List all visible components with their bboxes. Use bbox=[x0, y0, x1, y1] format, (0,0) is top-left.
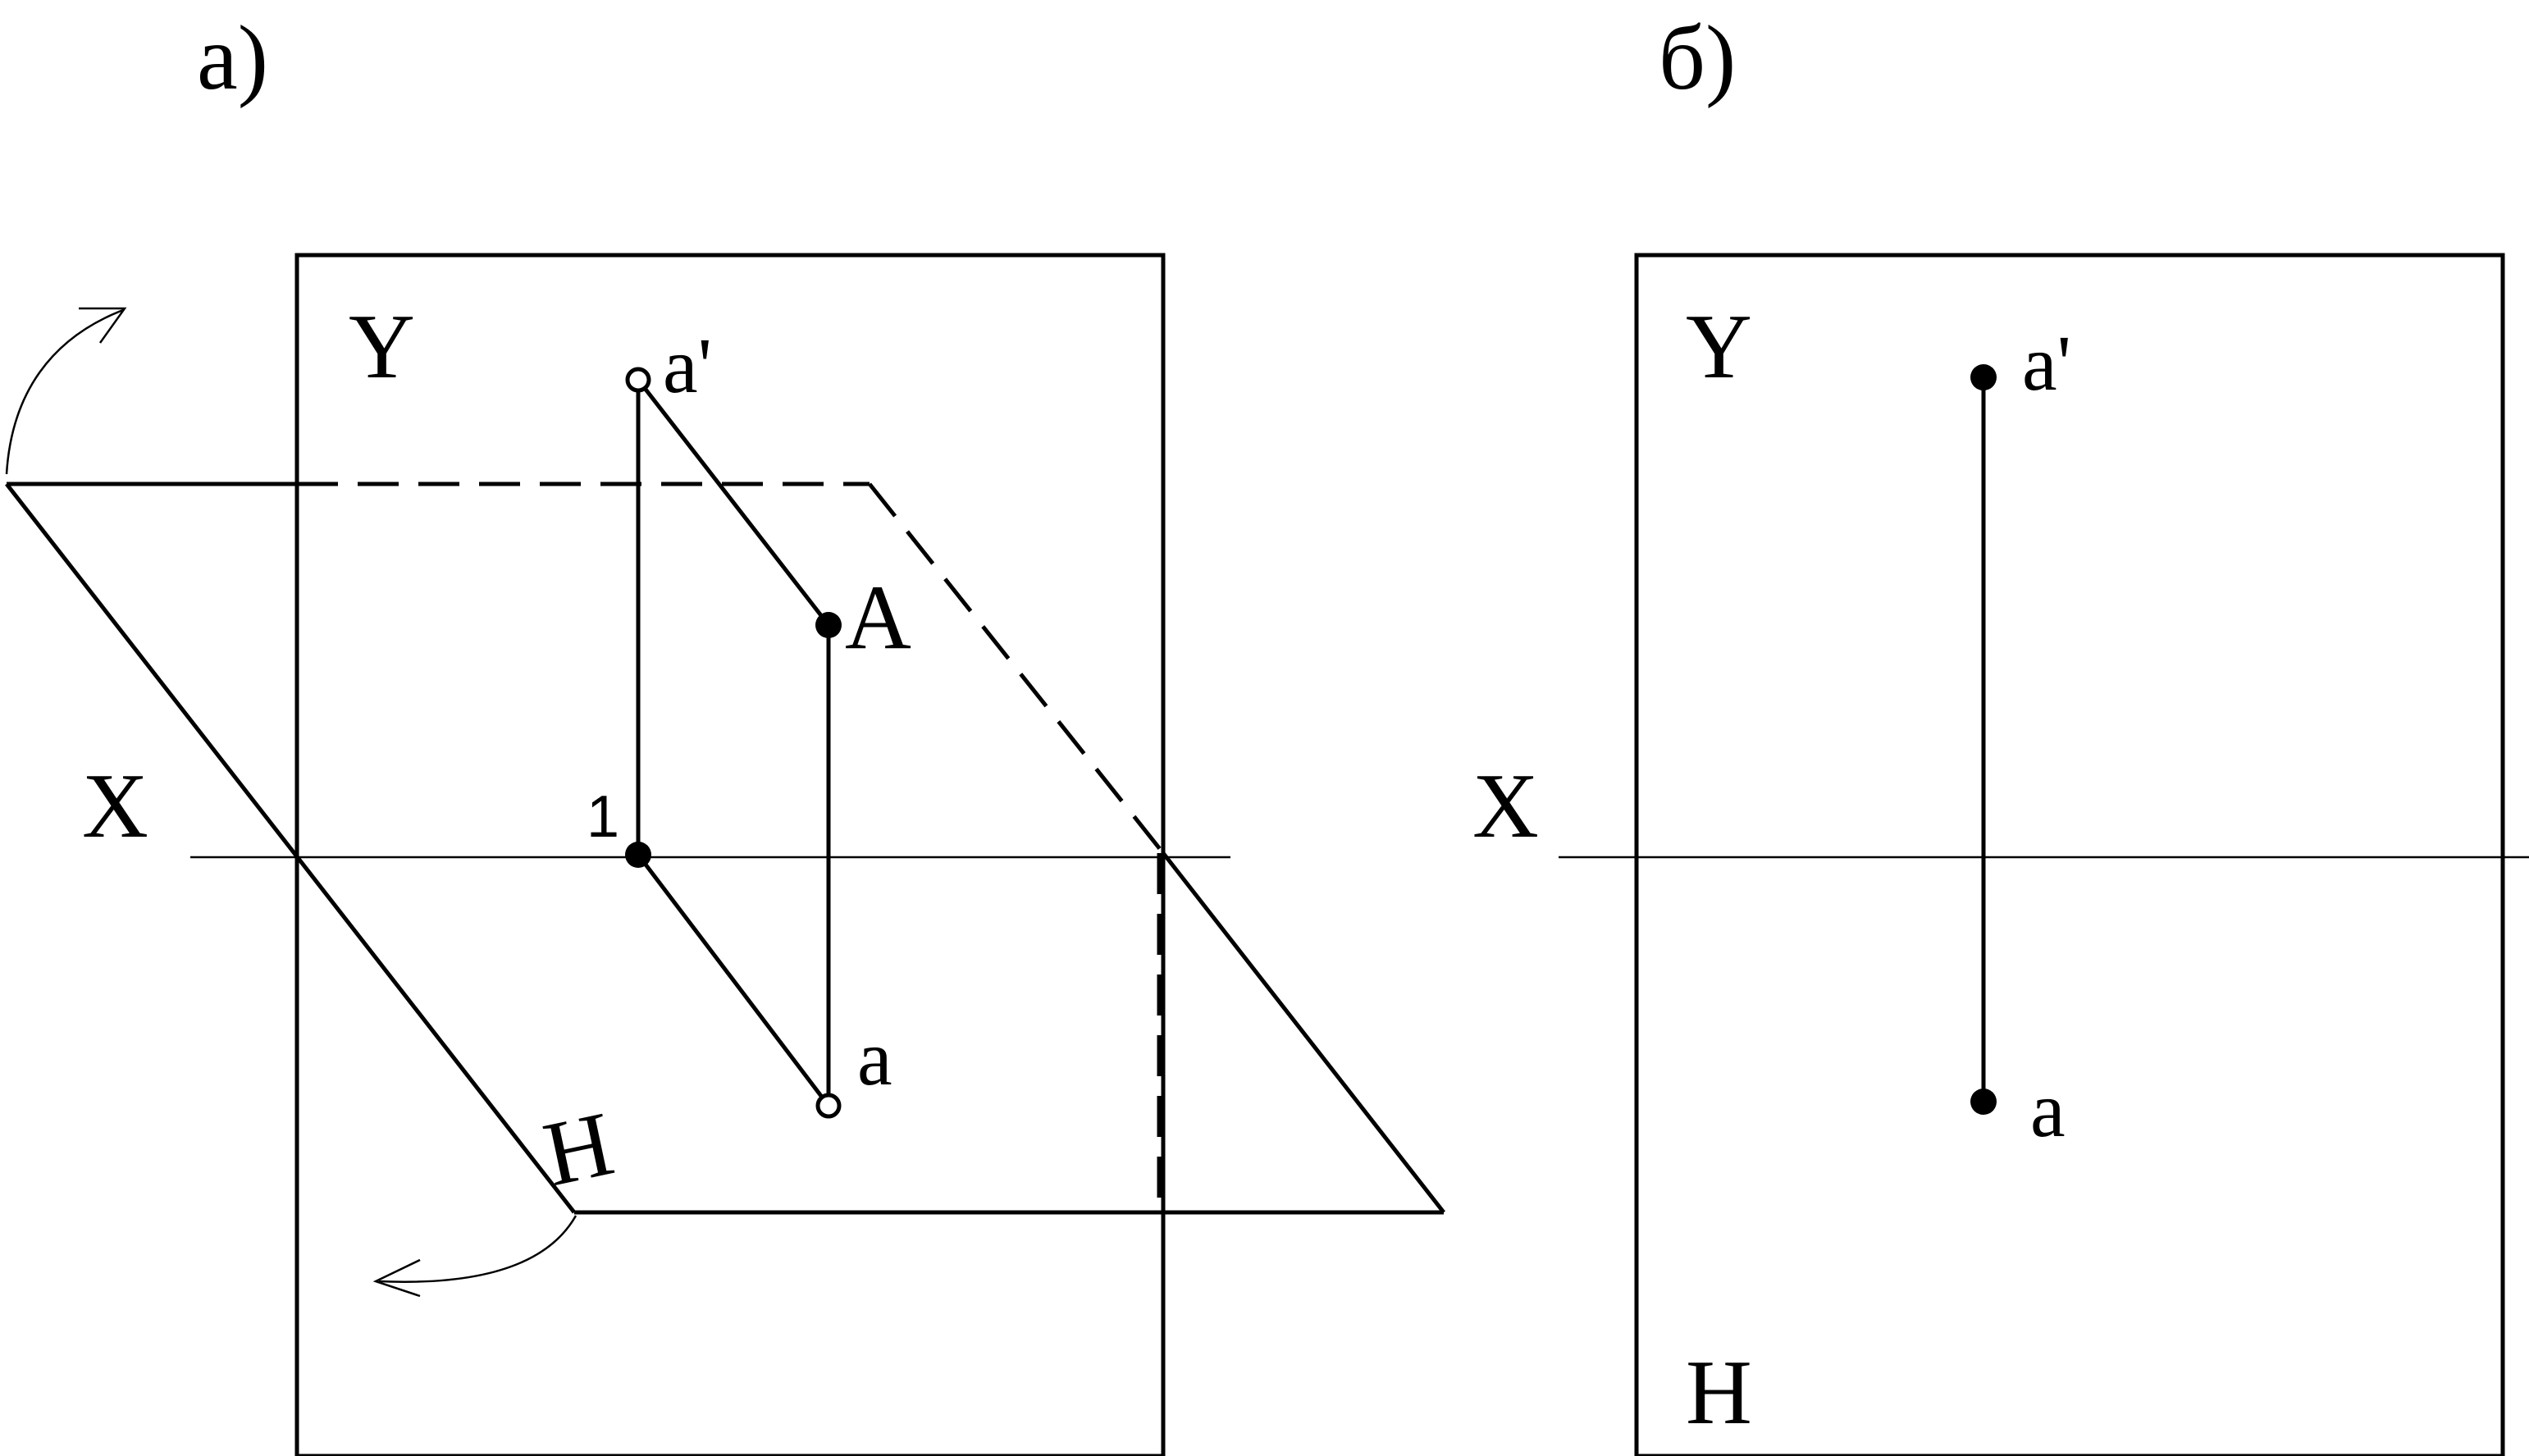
panel-a-caption: а) bbox=[197, 7, 268, 109]
point-a-label: A bbox=[845, 567, 911, 669]
axis-x-label: X bbox=[82, 755, 148, 857]
point-1-marker bbox=[625, 842, 651, 868]
rotation-arrowhead-top bbox=[79, 307, 127, 344]
epure-frame bbox=[1634, 253, 2505, 1456]
point-a-marker bbox=[815, 612, 842, 638]
plane-h-left-edge bbox=[5, 482, 576, 1214]
epure-point-a-label: a bbox=[2030, 1066, 2066, 1153]
panel-a: а) Y X H a' A 1 a bbox=[5, 7, 1445, 1456]
panel-b: б) Y X H a' a bbox=[1472, 7, 2529, 1456]
rotation-arrowhead-bottom bbox=[372, 1258, 421, 1298]
rotation-arrow-bottom-path bbox=[378, 1215, 577, 1283]
epure-point-a-prime-marker bbox=[1970, 364, 1997, 390]
point-a-low-marker bbox=[815, 1093, 842, 1119]
panel-b-caption: б) bbox=[1659, 7, 1736, 109]
epure-axis-x-label: X bbox=[1472, 755, 1539, 857]
projector-1-to-a-low bbox=[637, 853, 830, 1107]
plane-y-frame bbox=[294, 253, 1166, 1456]
projector-a-prime-to-a bbox=[637, 378, 830, 627]
point-a-prime-label: a' bbox=[663, 322, 712, 409]
plane-h-label: H bbox=[536, 1093, 622, 1206]
epure-point-a-prime-label: a' bbox=[2022, 319, 2071, 407]
point-a-prime-marker bbox=[625, 367, 651, 393]
plane-h-right-edge-visible bbox=[1162, 851, 1445, 1214]
rotation-arrow-top-path bbox=[5, 308, 124, 475]
point-a-low-label: a bbox=[857, 1014, 892, 1102]
epure-point-a-marker bbox=[1970, 1089, 1997, 1115]
epure-plane-y-label: Y bbox=[1686, 296, 1752, 398]
epure-plane-h-label: H bbox=[1686, 1342, 1752, 1444]
point-1-label: 1 bbox=[587, 784, 619, 850]
plane-y-label: Y bbox=[349, 296, 415, 398]
plane-h-right-edge-hidden bbox=[868, 482, 1165, 855]
